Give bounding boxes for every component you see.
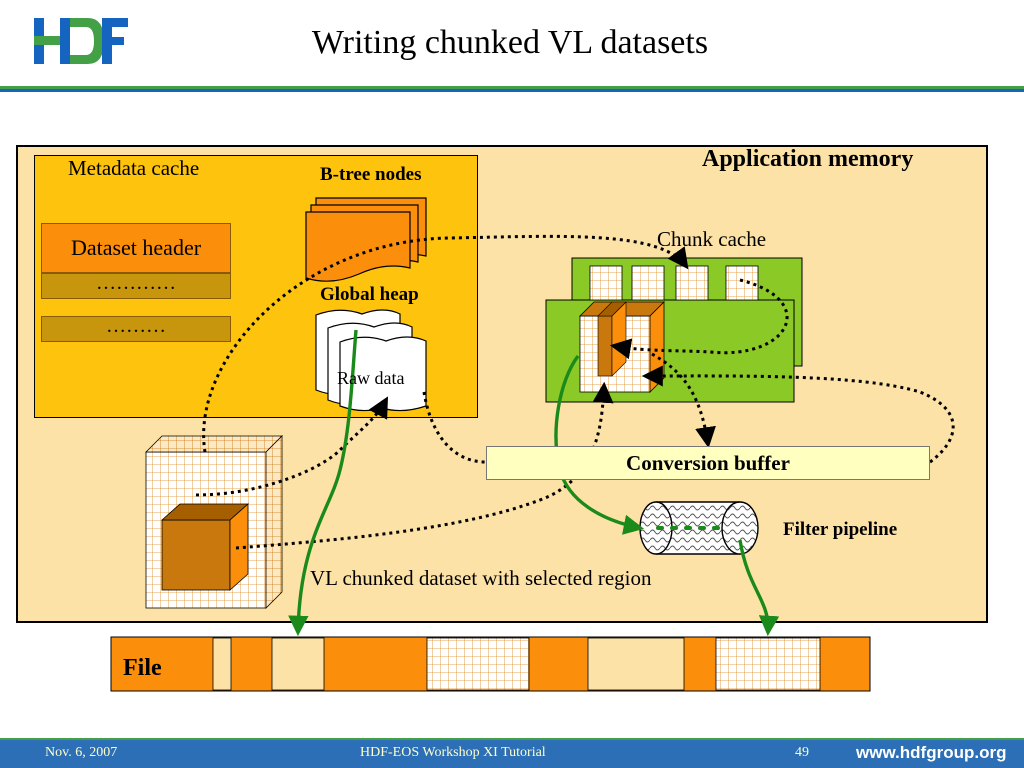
cache-chunk-4 [725, 265, 759, 301]
vl-dataset-label: VL chunked dataset with selected region [310, 566, 652, 590]
global-heap-icon [315, 309, 427, 412]
application-memory-label: Application memory [702, 146, 914, 172]
footer-page-number: 49 [795, 745, 809, 760]
metadata-entry-1: ………… [41, 273, 231, 299]
cache-chunk-2 [631, 265, 665, 301]
conversion-buffer: Conversion buffer [486, 446, 930, 480]
cache-chunk-3 [675, 265, 709, 301]
hdf-logo [34, 18, 128, 64]
cache-chunk-1 [589, 265, 623, 301]
metadata-cache-label: Metadata cache [68, 156, 200, 180]
dataset-header: Dataset header [41, 223, 231, 273]
footer-title: HDF-EOS Workshop XI Tutorial [360, 745, 546, 760]
title-divider [0, 86, 1024, 92]
raw-data-label: Raw data [337, 368, 405, 388]
btree-nodes-icon [305, 197, 427, 282]
footer-date: Nov. 6, 2007 [45, 745, 118, 760]
global-heap-label: Global heap [320, 284, 419, 305]
chunk-cache-label: Chunk cache [657, 227, 767, 251]
file-label: File [123, 655, 162, 681]
footer-url: www.hdfgroup.org [856, 743, 1007, 762]
file-bar [110, 636, 871, 692]
dotted-connectors [195, 234, 955, 550]
filter-pipeline-icon [639, 501, 759, 555]
page-title: Writing chunked VL datasets [311, 24, 709, 61]
vl-dataset-cube [145, 435, 283, 609]
metadata-entry-2: ……… [41, 316, 231, 342]
filter-pipeline-label: Filter pipeline [783, 519, 898, 540]
cache-3d-chunk [579, 301, 665, 393]
btree-nodes-label: B-tree nodes [320, 164, 422, 185]
